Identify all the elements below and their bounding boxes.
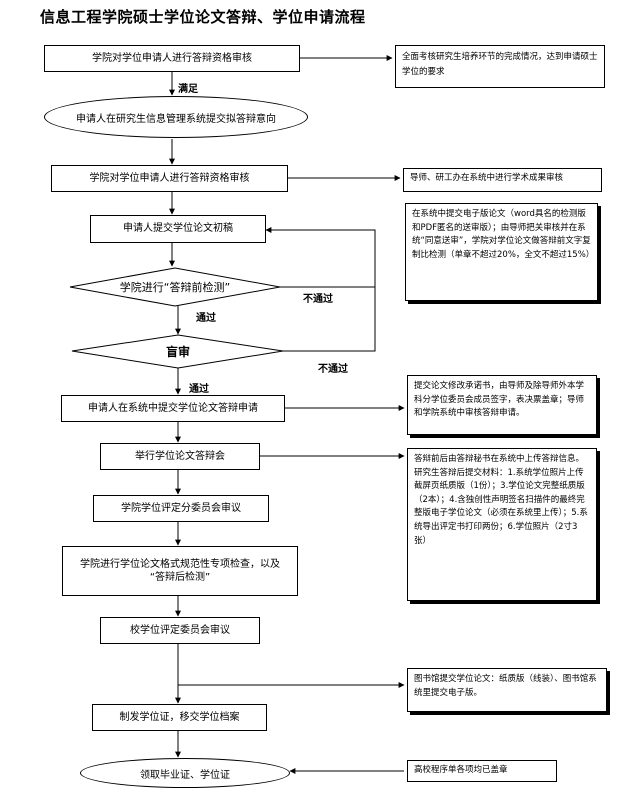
step-eligibility-review-1: 学院对学位申请人进行答辩资格审核 [44, 45, 300, 72]
step-eligibility-review-2: 学院对学位申请人进行答辩资格审核 [51, 165, 288, 192]
decision-precheck-label: 学院进行“答辩前检测” [119, 281, 231, 294]
step-format-check: 学院进行学位论文格式规范性专项检查，以及 “答辩后检测” [62, 546, 298, 596]
note-all-stamped: 高校程序单各项均已盖章 [407, 760, 557, 782]
label-pass-1: 通过 [196, 313, 216, 324]
step-university-committee-review: 校学位评定委员会审议 [100, 617, 260, 644]
label-pass-2: 通过 [189, 384, 209, 395]
arrow-fail2-loop [283, 287, 376, 352]
step-collect-certificates: 领取毕业证、学位证 [80, 758, 290, 788]
diamond-blind-review [71, 334, 284, 369]
label-fail-2: 不通过 [318, 364, 348, 375]
note-defense-materials: 答辩前后由答辩秘书在系统中上传答辩信息。 研究生答辩后提交材料：1.系统学位照片… [407, 448, 597, 601]
label-satisfy: 满足 [178, 84, 198, 95]
diamond-precheck [69, 267, 281, 307]
arrow-fail1-loop [265, 227, 376, 288]
note-defense-materials-line2: 研究生答辩后提交材料：1.系统学位照片上传截屏页纸质版（1份）；3.学位论文完整… [414, 467, 588, 546]
page-title: 信息工程学院硕士学位论文答辩、学位申请流程 [40, 8, 366, 26]
label-fail-1: 不通过 [303, 294, 333, 305]
note-training-requirements: 全面考核研究生培养环节的完成情况，达到申请硕士学位的要求 [395, 45, 605, 88]
step-format-check-line1: 学院进行学位论文格式规范性专项检查，以及 [80, 558, 280, 570]
note-defense-application-rules: 提交论文修改承诺书，由导师及除导师外本学科分学位委员会成员签字，表决票盖章；导师… [407, 375, 597, 435]
note-library-submission: 图书馆提交学位论文：纸质版（线装）、图书馆系统里提交电子版。 [407, 668, 607, 712]
step-subcommittee-review: 学院学位评定分委员会审议 [93, 495, 269, 522]
decision-blind-review-label: 盲审 [165, 344, 190, 359]
step-submit-defense-application: 申请人在系统中提交学位论文答辩申请 [61, 395, 285, 422]
step-submit-intent: 申请人在研究生信息管理系统提交拟答辩意向 [44, 96, 308, 138]
note-academic-review: 导师、研工办在系统中进行学术成果审核 [403, 168, 602, 192]
note-defense-materials-line1: 答辩前后由答辩秘书在系统中上传答辩信息。 [414, 454, 585, 464]
step-hold-defense: 举行学位论文答辩会 [100, 443, 260, 470]
step-issue-degree-certificate: 制发学位证，移交学位档案 [92, 704, 267, 731]
step-format-check-line2: “答辩后检测” [149, 572, 211, 583]
note-thesis-submission-rules: 在系统中提交电子版论文（word具名的检测版和PDF匿名的送审版）；由导师把关审… [405, 203, 598, 301]
step-submit-draft: 申请人提交学位论文初稿 [90, 215, 266, 243]
